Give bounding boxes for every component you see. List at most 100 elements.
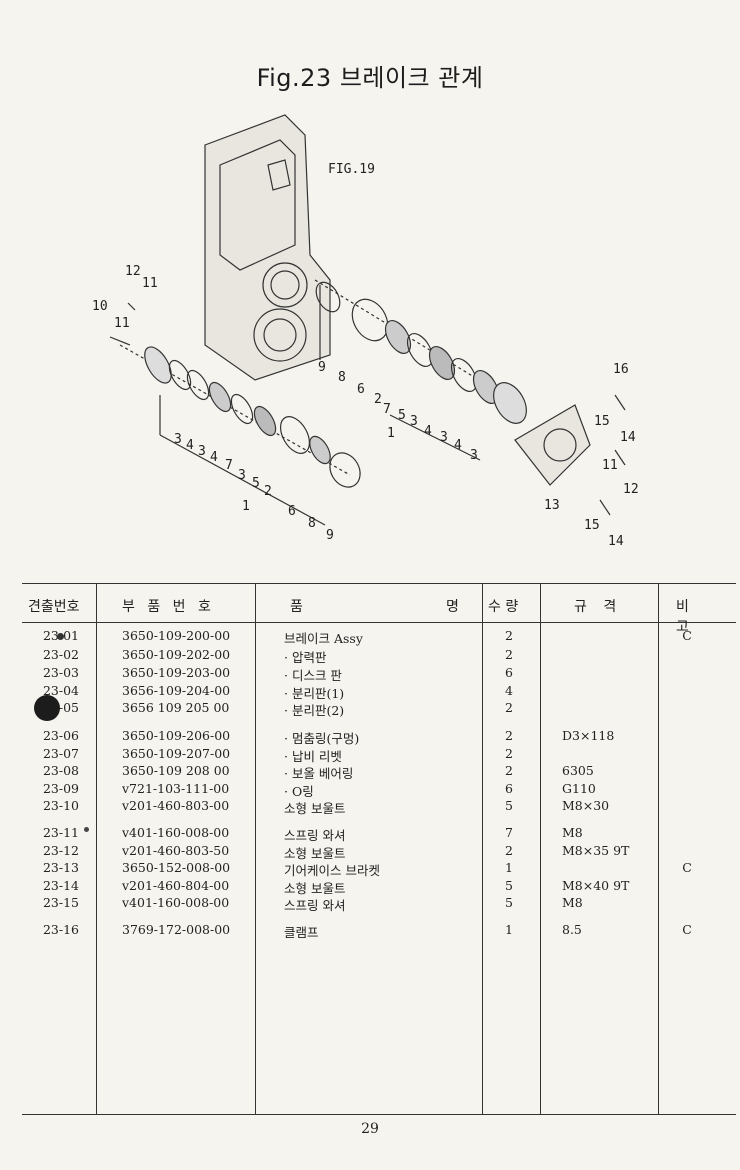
cell-qty: 5 (505, 878, 513, 893)
cell-part-no: 3650-109-200-00 (122, 628, 231, 643)
cell-name: · 멈춤링(구멍) (284, 731, 360, 746)
cell-no: 23-15 (42, 895, 80, 910)
callout: 2 (374, 392, 382, 407)
header-divider (22, 622, 736, 623)
cell-spec: 6305 (562, 763, 594, 778)
cell-name: · 압력판 (284, 650, 327, 665)
col-divider (482, 583, 483, 1115)
col-divider (658, 583, 659, 1115)
cell-part-no: v401-160-008-00 (122, 895, 230, 910)
cell-qty: 5 (505, 895, 513, 910)
ink-blot (34, 695, 60, 721)
cell-part-no: 3769-172-008-00 (122, 922, 231, 937)
page-number: 29 (361, 1121, 379, 1137)
callout: 12 (623, 482, 639, 497)
exploded-parts-diagram: FIG.19 12 11 10 11 9 8 6 2 7 5 3 1 4 3 4… (80, 105, 670, 555)
cell-part-no: v401-160-008-00 (122, 825, 230, 840)
callout: 15 (584, 518, 600, 533)
callout: 11 (602, 458, 618, 473)
figure-title: Fig.23 브레이크 관계 (256, 64, 484, 92)
callout: 1 (242, 499, 250, 514)
cell-spec: G110 (562, 781, 596, 796)
cell-qty: 2 (505, 628, 513, 643)
callout: 1 (387, 426, 395, 441)
cell-name: 스프링 와셔 (284, 898, 346, 913)
cell-no: 23-11 (42, 825, 80, 840)
cell-spec: M8×35 9T (562, 843, 630, 858)
cell-qty: 2 (505, 763, 513, 778)
cell-part-no: 3656-109-204-00 (122, 683, 231, 698)
callout: 14 (620, 430, 636, 445)
cell-no: 23-12 (42, 843, 80, 858)
cell-qty: 1 (505, 860, 513, 875)
cell-remark: C (682, 860, 692, 875)
cell-part-no: 3650-109-207-00 (122, 746, 231, 761)
callout: 4 (424, 424, 432, 439)
header-no: 견출번호 (28, 599, 80, 615)
cell-remark: C (682, 628, 692, 643)
cell-part-no: v201-460-804-00 (122, 878, 230, 893)
callout: 11 (142, 276, 158, 291)
cell-name: · 분리판(1) (284, 686, 345, 701)
cell-no: 23-10 (42, 798, 80, 813)
cell-name: 스프링 와셔 (284, 828, 346, 843)
cell-spec: M8×30 (562, 798, 610, 813)
header-remark: 비 고 (676, 599, 707, 635)
gear-case (204, 114, 331, 381)
cell-no: 23-13 (42, 860, 80, 875)
cell-qty: 2 (505, 728, 513, 743)
header-name: 품 (290, 599, 303, 615)
callout: 3 (174, 432, 182, 447)
cell-name: 소형 보울트 (284, 846, 346, 861)
cell-qty: 4 (505, 683, 513, 698)
callout: 8 (338, 370, 346, 385)
cell-qty: 7 (505, 825, 513, 840)
cell-no: 23-03 (42, 665, 80, 680)
cell-no: 23-14 (42, 878, 80, 893)
cell-no: 23-06 (42, 728, 80, 743)
fig-ref-label: FIG.19 (328, 162, 375, 177)
table-row: 23-13 3650-152-008-00 기어케이스 브라켓 1 C (22, 860, 736, 878)
cell-no: 23-02 (42, 647, 80, 662)
callout: 4 (186, 438, 194, 453)
cell-part-no: 3650-152-008-00 (122, 860, 231, 875)
cell-part-no: v721-103-111-00 (122, 781, 230, 796)
header-part-no: 부 품 번 호 (122, 599, 215, 615)
cell-name: · 분리판(2) (284, 703, 345, 718)
header-name-2: 명 (446, 599, 459, 615)
cell-spec: M8×40 9T (562, 878, 630, 893)
callout: 9 (326, 528, 334, 543)
callout-labels: 12 11 10 11 9 8 6 2 7 5 3 1 4 3 4 3 16 1… (92, 264, 639, 549)
cell-no: 23-07 (42, 746, 80, 761)
cell-spec: 8.5 (562, 922, 582, 937)
callout: 15 (594, 414, 610, 429)
callout: 4 (454, 438, 462, 453)
callout: 10 (92, 299, 108, 314)
cell-part-no: 3656 109 205 00 (122, 700, 230, 715)
cell-no: 23-08 (42, 763, 80, 778)
cell-name: 기어케이스 브라켓 (284, 863, 380, 878)
table-row: 23-06 3650-109-206-00 · 멈춤링(구멍) 2 D3×118 (22, 728, 736, 746)
cell-qty: 6 (505, 781, 513, 796)
callout: 11 (114, 316, 130, 331)
cell-qty: 2 (505, 700, 513, 715)
cell-part-no: 3650-109-206-00 (122, 728, 231, 743)
cell-name: · 보올 베어링 (284, 766, 354, 781)
cell-qty: 5 (505, 798, 513, 813)
cell-no: 23-09 (42, 781, 80, 796)
cell-qty: 6 (505, 665, 513, 680)
callout: 3 (410, 414, 418, 429)
callout: 6 (357, 382, 365, 397)
cell-qty: 2 (505, 746, 513, 761)
cell-spec: D3×118 (562, 728, 615, 743)
cell-part-no: v201-460-803-50 (122, 843, 230, 858)
cell-name: 소형 보울트 (284, 801, 346, 816)
